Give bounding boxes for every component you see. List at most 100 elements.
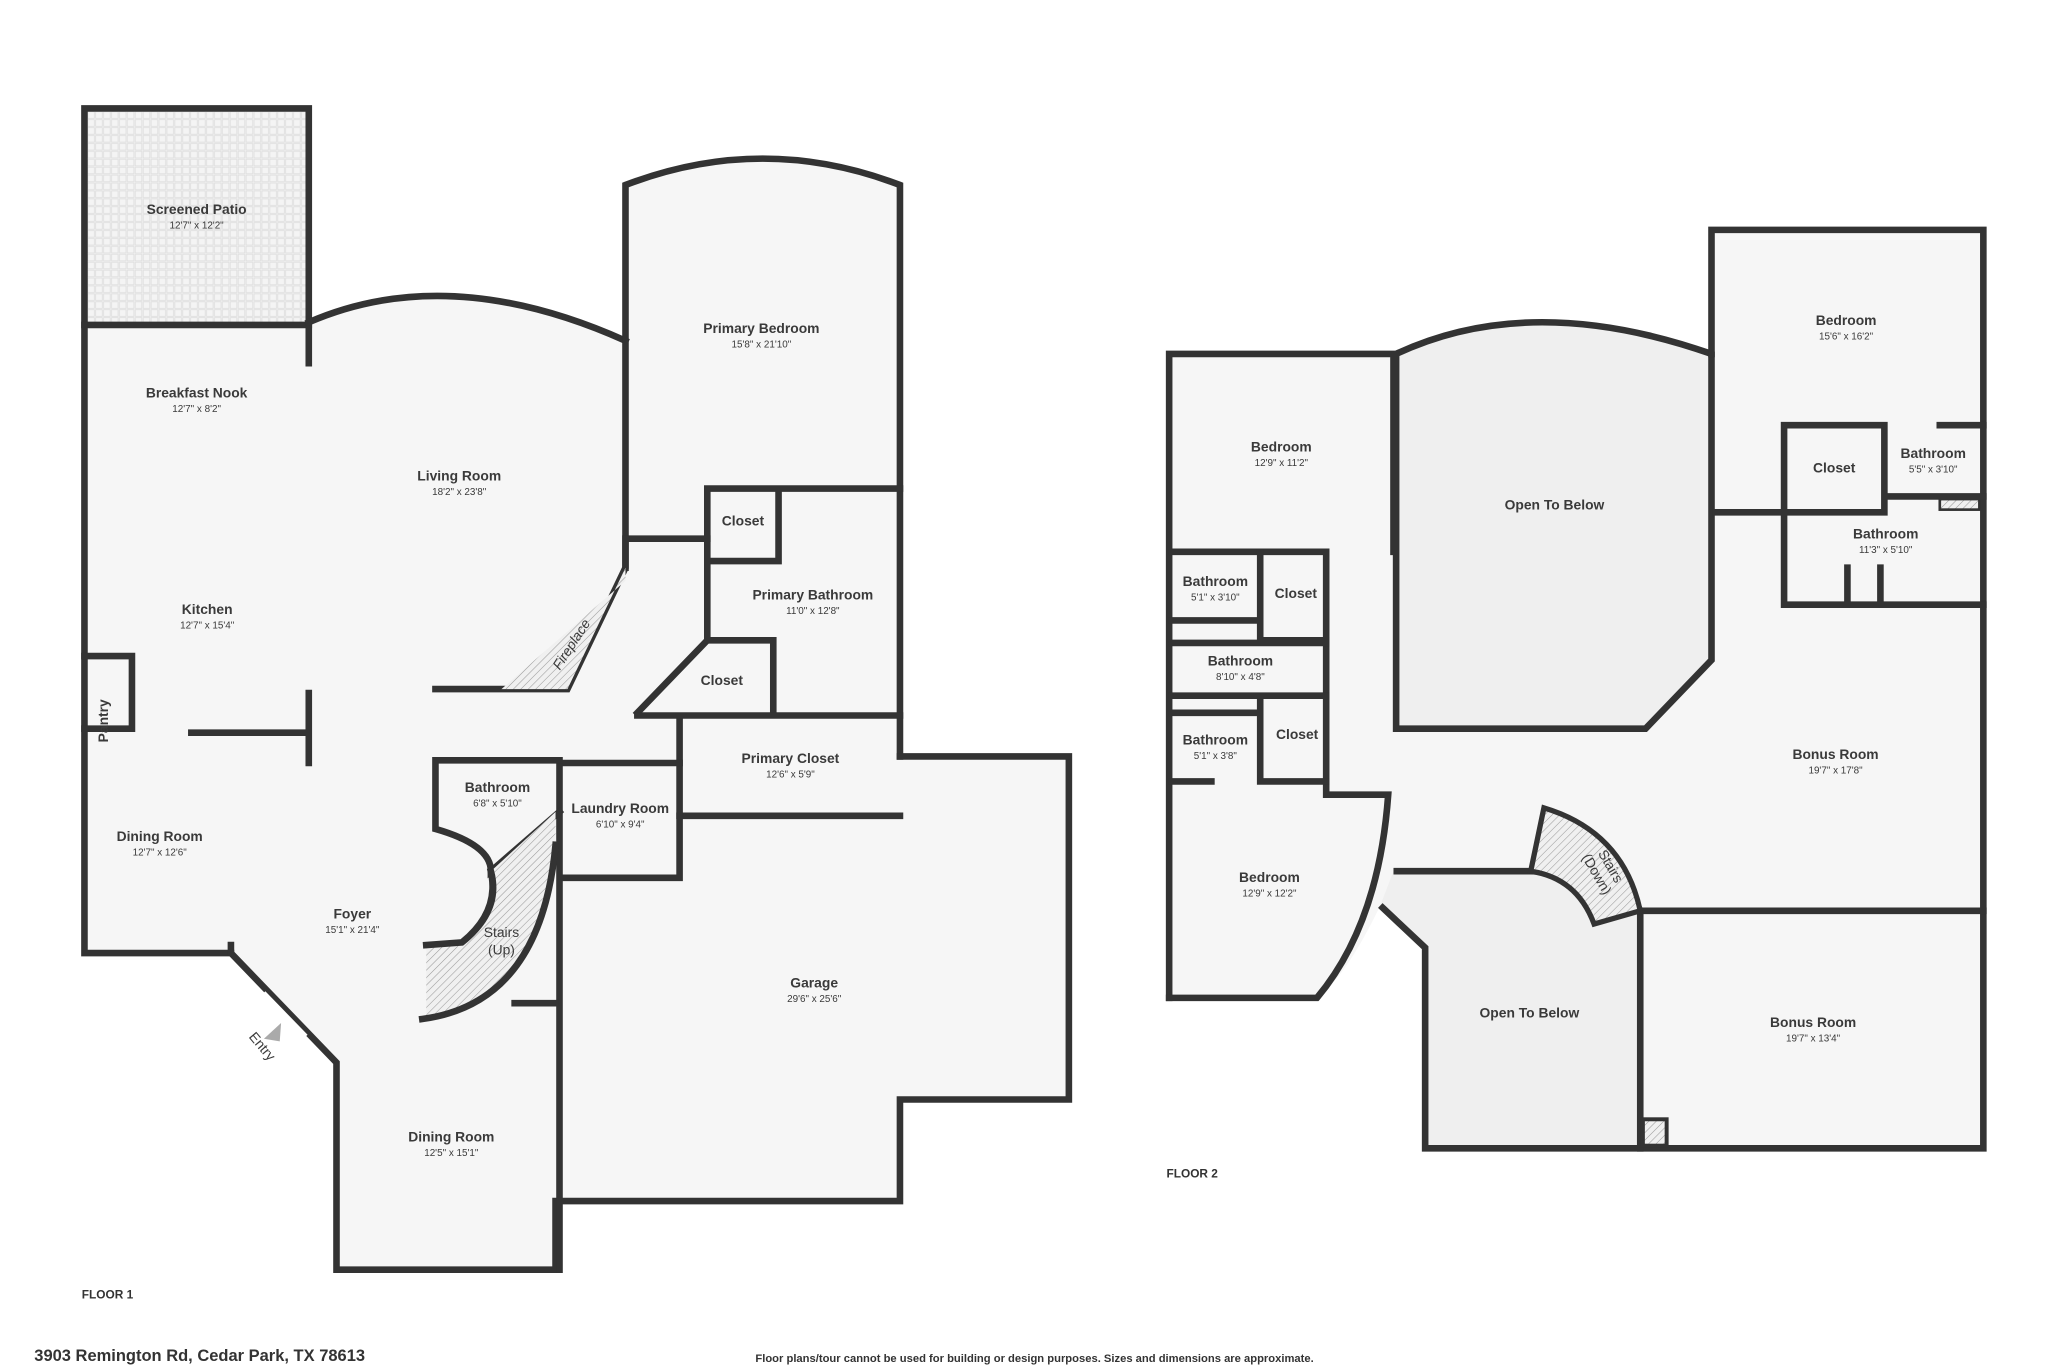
room-primary-bedroom: Primary Bedroom 15'8" x 21'10" (703, 320, 819, 351)
svg-text:Bathroom: Bathroom (1183, 573, 1248, 589)
svg-text:12'7" x 12'2": 12'7" x 12'2" (170, 221, 225, 232)
room-closet: Closet (1275, 585, 1318, 601)
svg-text:6'10" x 9'4": 6'10" x 9'4" (596, 820, 645, 831)
svg-text:Closet: Closet (722, 512, 765, 528)
fireplace (501, 567, 626, 690)
room-dining-room: Dining Room 12'7" x 12'6" (117, 828, 203, 859)
svg-text:Primary Closet: Primary Closet (742, 750, 840, 766)
svg-text:6'8" x 5'10": 6'8" x 5'10" (473, 799, 522, 810)
svg-text:11'0" x 12'8": 11'0" x 12'8" (786, 606, 840, 617)
svg-text:Stairs: Stairs (484, 924, 519, 940)
floor-1-slab (84, 158, 1069, 1270)
svg-text:Bonus Room: Bonus Room (1792, 746, 1878, 762)
svg-text:Garage: Garage (790, 974, 838, 990)
floor-1-walls (81, 105, 1073, 1274)
svg-text:12'9" x 12'2": 12'9" x 12'2" (1242, 888, 1297, 899)
svg-text:11'3" x 5'10": 11'3" x 5'10" (1859, 545, 1913, 556)
room-closet: Closet (1813, 460, 1856, 476)
svg-text:15'8" x 21'10": 15'8" x 21'10" (732, 339, 792, 350)
svg-text:15'6" x 16'2": 15'6" x 16'2" (1819, 331, 1874, 342)
room-kitchen: Kitchen 12'7" x 15'4" (180, 601, 235, 632)
room-bathroom: Bathroom 8'10" x 4'8" (1208, 652, 1273, 683)
room-bedroom: Bedroom 15'6" x 16'2" (1816, 312, 1877, 343)
svg-text:Closet: Closet (1275, 585, 1318, 601)
svg-text:12'9" x 11'2": 12'9" x 11'2" (1255, 458, 1309, 469)
room-foyer: Foyer 15'1" x 21'4" (325, 906, 380, 937)
svg-text:5'1" x 3'10": 5'1" x 3'10" (1191, 593, 1240, 604)
svg-text:Closet: Closet (1813, 460, 1856, 476)
svg-text:Closet: Closet (1276, 726, 1319, 742)
room-open-to-below: Open To Below (1505, 497, 1605, 513)
room-bedroom: Bedroom 12'9" x 12'2" (1239, 869, 1300, 900)
room-laundry-room: Laundry Room 6'10" x 9'4" (571, 800, 669, 831)
svg-text:(Up): (Up) (488, 941, 515, 957)
screened-patio-floor (84, 108, 309, 325)
room-closet: Closet (1276, 726, 1319, 742)
svg-text:Laundry Room: Laundry Room (571, 800, 669, 816)
svg-text:12'7" x 8'2": 12'7" x 8'2" (172, 404, 221, 415)
svg-text:Bathroom: Bathroom (465, 779, 530, 795)
stairs-up (426, 811, 556, 1017)
svg-text:Open To Below: Open To Below (1505, 497, 1605, 513)
open-to-below-upper (1392, 319, 1715, 732)
entry-arrow-icon (263, 1022, 282, 1042)
room-breakfast-nook: Breakfast Nook 12'7" x 8'2" (146, 384, 248, 415)
svg-text:Open To Below: Open To Below (1480, 1005, 1580, 1021)
room-bonus-room: Bonus Room 19'7" x 17'8" (1792, 746, 1878, 777)
svg-text:Foyer: Foyer (333, 906, 371, 922)
svg-text:Bonus Room: Bonus Room (1770, 1014, 1856, 1030)
room-garage: Garage 29'6" x 25'6" (787, 974, 842, 1005)
room-open-to-below: Open To Below (1480, 1005, 1580, 1021)
room-closet: Closet (722, 512, 765, 528)
svg-text:Breakfast Nook: Breakfast Nook (146, 384, 248, 400)
room-bathroom: Bathroom 6'8" x 5'10" (465, 779, 530, 810)
room-living-room: Living Room 18'2" x 23'8" (417, 468, 501, 499)
room-primary-bathroom: Primary Bathroom 11'0" x 12'8" (752, 586, 873, 617)
room-bedroom: Bedroom 12'9" x 11'2" (1251, 439, 1312, 470)
floor-1: Pantry Fireplace Entry Screened Patio12'… (81, 105, 1073, 1302)
svg-text:Bathroom: Bathroom (1901, 445, 1966, 461)
svg-text:8'10" x 4'8": 8'10" x 4'8" (1216, 672, 1265, 683)
disclaimer: Floor plans/tour cannot be used for buil… (755, 1353, 1313, 1365)
floor-1-label: FLOOR 1 (82, 1288, 134, 1302)
svg-text:Dining Room: Dining Room (408, 1129, 494, 1145)
svg-text:Bathroom: Bathroom (1853, 526, 1918, 542)
svg-text:Primary Bedroom: Primary Bedroom (703, 320, 819, 336)
svg-text:18'2" x 23'8": 18'2" x 23'8" (432, 487, 487, 498)
room-primary-closet: Primary Closet 12'6" x 5'9" (742, 750, 840, 781)
room-dining-room: Dining Room 12'5" x 15'1" (408, 1129, 494, 1160)
svg-text:Closet: Closet (701, 672, 744, 688)
svg-text:Bedroom: Bedroom (1816, 312, 1877, 328)
room-bathroom: Bathroom 5'5" x 3'10" (1901, 445, 1966, 476)
svg-text:12'7" x 12'6": 12'7" x 12'6" (133, 847, 188, 858)
svg-text:Living Room: Living Room (417, 468, 501, 484)
svg-text:15'1" x 21'4": 15'1" x 21'4" (325, 925, 380, 936)
svg-text:Dining Room: Dining Room (117, 828, 203, 844)
svg-text:12'5" x 15'1": 12'5" x 15'1" (424, 1148, 479, 1159)
svg-text:12'7" x 15'4": 12'7" x 15'4" (180, 620, 235, 631)
address: 3903 Remington Rd, Cedar Park, TX 78613 (34, 1347, 365, 1365)
room-bathroom: Bathroom 5'1" x 3'8" (1183, 732, 1248, 763)
svg-text:Bedroom: Bedroom (1239, 869, 1300, 885)
room-bonus-room: Bonus Room 19'7" x 13'4" (1770, 1014, 1856, 1045)
svg-text:Bedroom: Bedroom (1251, 439, 1312, 455)
svg-text:29'6" x 25'6": 29'6" x 25'6" (787, 994, 842, 1005)
svg-text:Kitchen: Kitchen (182, 601, 233, 617)
room-bathroom: Bathroom 5'1" x 3'10" (1183, 573, 1248, 604)
svg-text:5'1" x 3'8": 5'1" x 3'8" (1194, 751, 1238, 762)
svg-text:Primary Bathroom: Primary Bathroom (752, 586, 873, 602)
svg-text:19'7" x 13'4": 19'7" x 13'4" (1786, 1033, 1841, 1044)
pantry-label: Pantry (95, 699, 111, 742)
svg-text:Bathroom: Bathroom (1183, 732, 1248, 748)
room-closet: Closet (701, 672, 744, 688)
svg-text:Screened Patio: Screened Patio (147, 201, 247, 217)
svg-text:5'5" x 3'10": 5'5" x 3'10" (1909, 465, 1958, 476)
stairs-down (1527, 804, 1644, 928)
svg-text:12'6" x 5'9": 12'6" x 5'9" (766, 770, 815, 781)
svg-text:19'7" x 17'8": 19'7" x 17'8" (1808, 766, 1863, 777)
svg-text:Bathroom: Bathroom (1208, 652, 1273, 668)
floor-2: Bedroom 15'6" x 16'2" Bedroom 12'9" x 11'2… (1165, 226, 1987, 1180)
room-bathroom: Bathroom 11'3" x 5'10" (1853, 526, 1918, 557)
floor-2-walls (1165, 226, 1987, 1152)
